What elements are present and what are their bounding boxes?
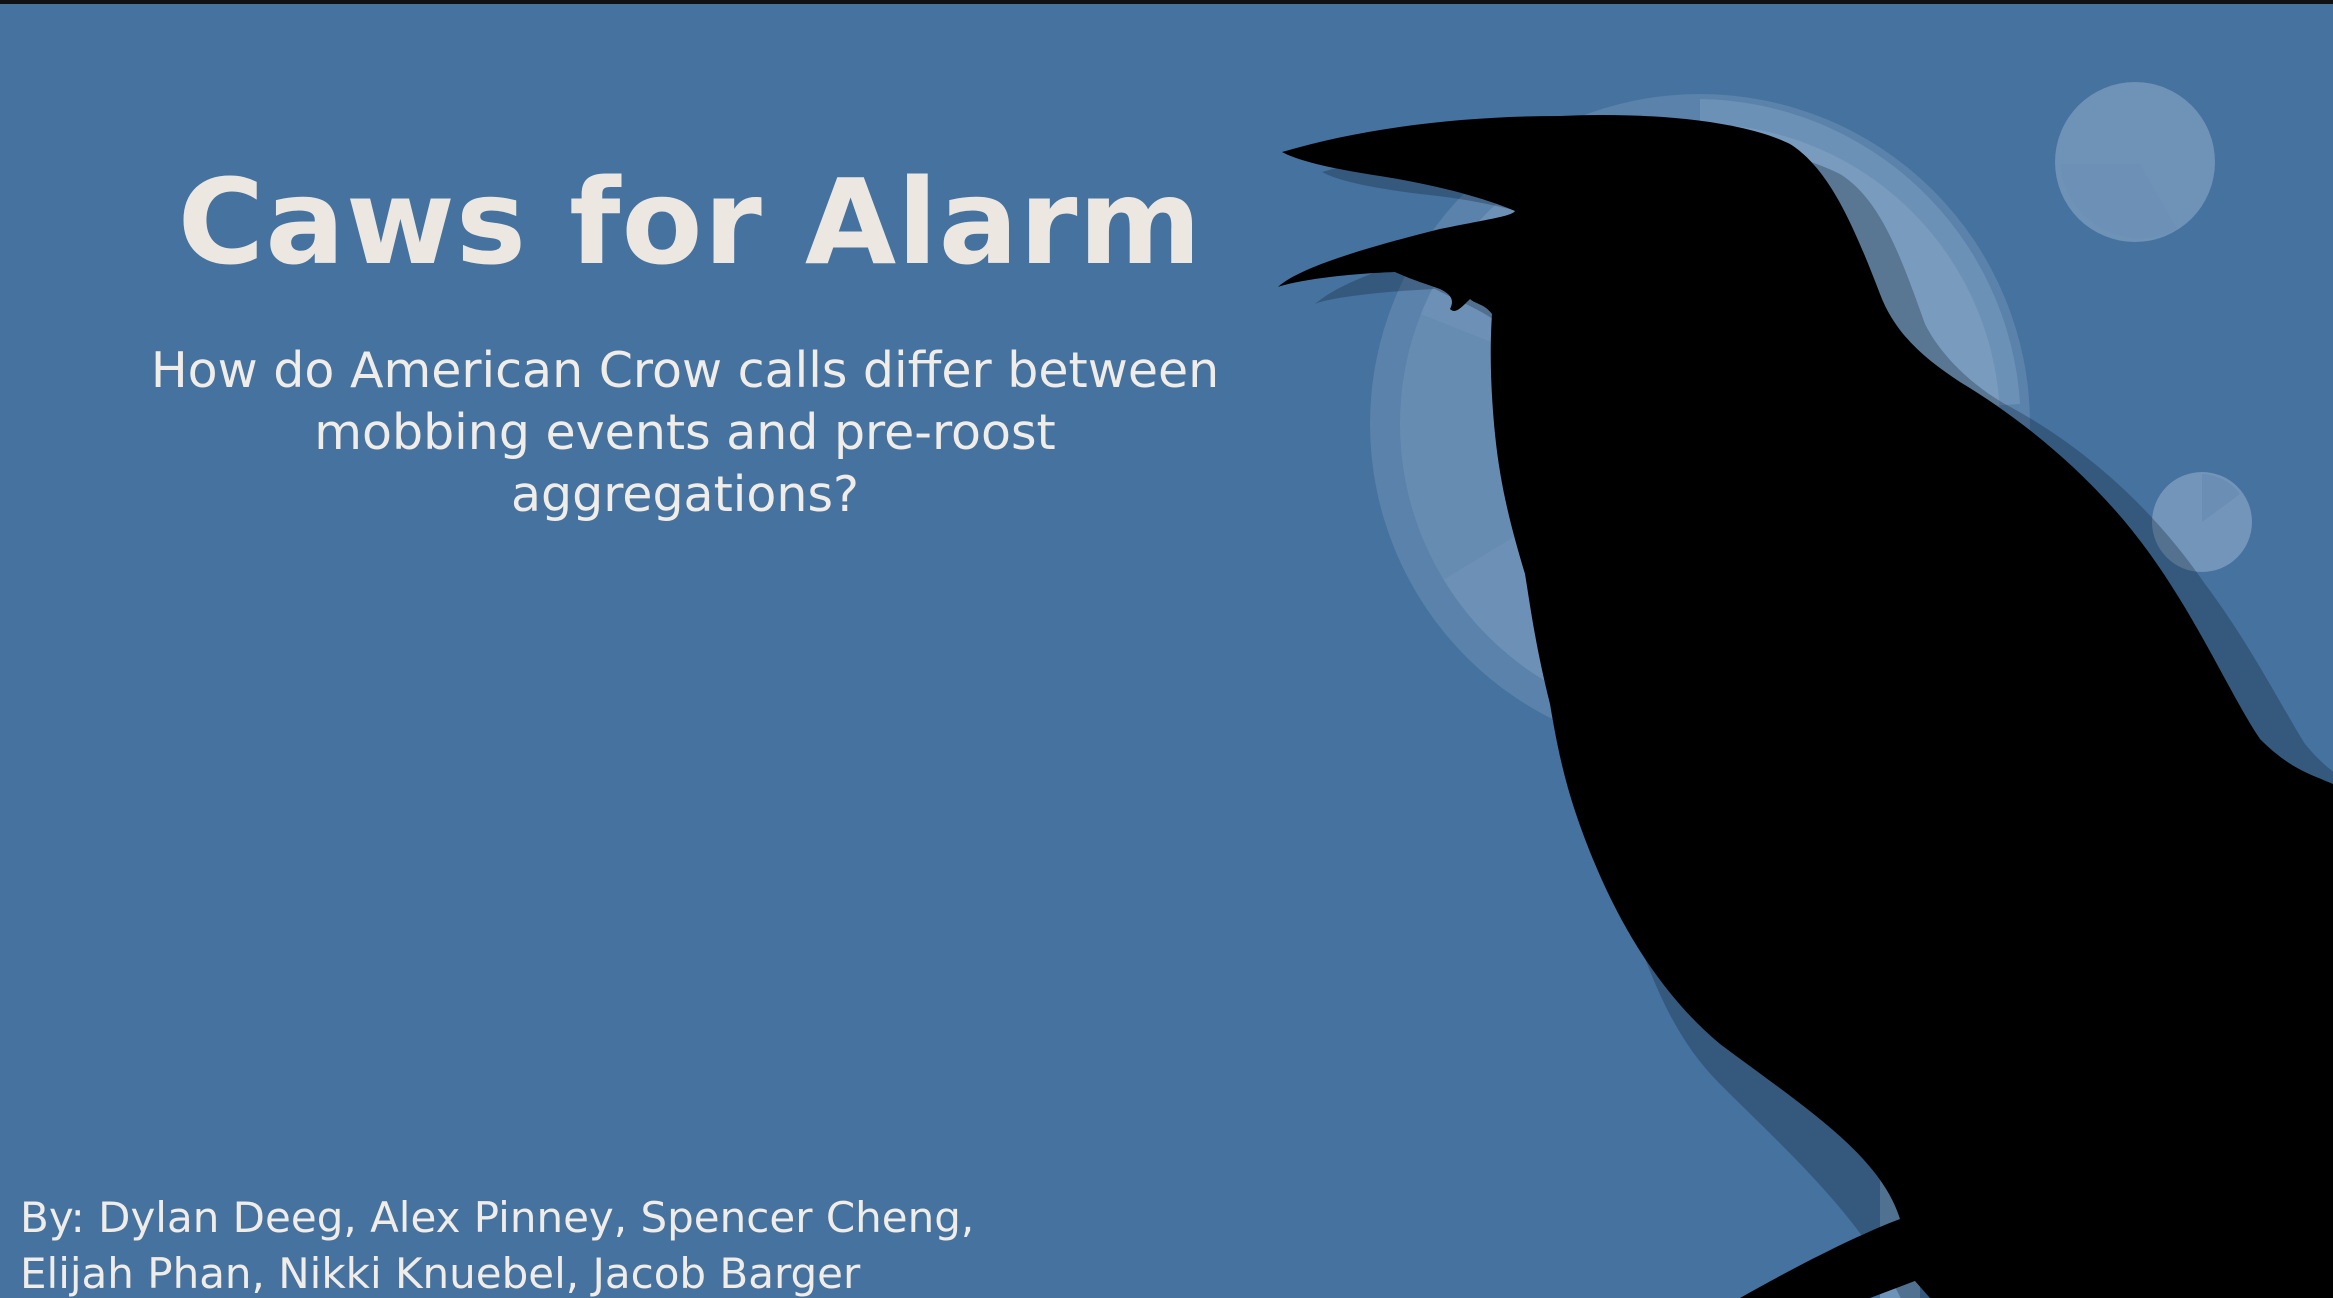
pie-icon: [2152, 472, 2252, 572]
slide-title: Caws for Alarm: [177, 153, 1203, 291]
title-slide: Caws for Alarm How do American Crow call…: [0, 4, 2333, 1298]
authors-line-2: Elijah Phan, Nikki Knuebel, Jacob Barger: [20, 1249, 861, 1298]
slide-illustration: [1278, 82, 2333, 1298]
crow-silhouette-icon: [1278, 114, 2333, 1298]
author-list: By: Dylan Deeg, Alex Pinney, Spencer Che…: [20, 1190, 1120, 1298]
clock-icon: [2055, 82, 2215, 242]
slide-subtitle: How do American Crow calls differ betwee…: [150, 342, 1220, 523]
authors-line-1: By: Dylan Deeg, Alex Pinney, Spencer Che…: [20, 1193, 975, 1242]
